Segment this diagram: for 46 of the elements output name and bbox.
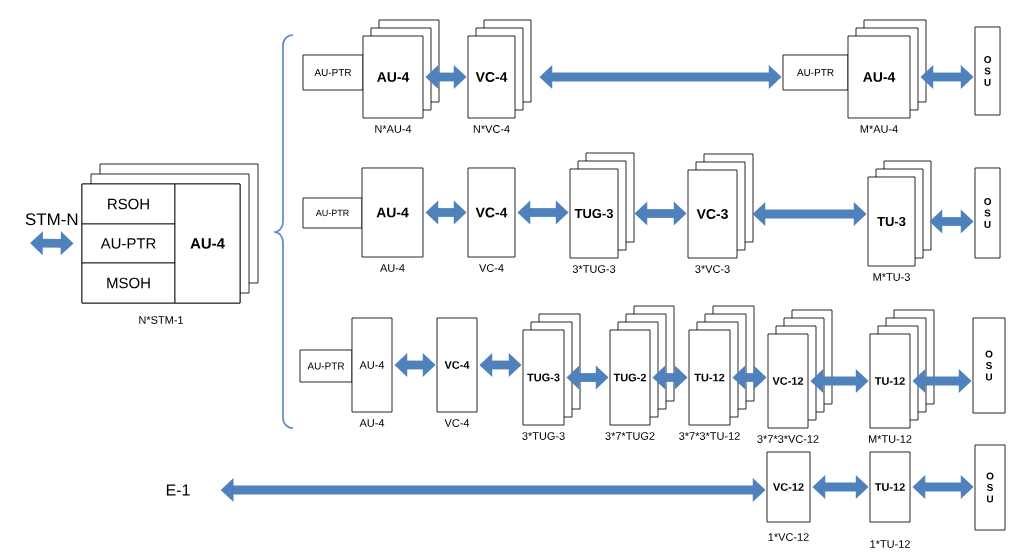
box-stack: VC-4	[467, 19, 532, 119]
box-caption: N*VC-4	[473, 125, 510, 133]
header-cell: RSOH	[81, 183, 176, 225]
box-caption: M*AU-4	[860, 125, 898, 133]
box-caption: 3*7*TUG2	[605, 432, 655, 440]
box-caption: 3*TUG-3	[572, 265, 616, 273]
box-stack: TU-3	[867, 160, 932, 267]
osu-box: O S U	[974, 26, 1001, 116]
osu-box: O S U	[974, 167, 1001, 259]
box-caption: N*AU-4	[375, 125, 412, 133]
box-caption: 1*TU-12	[870, 540, 910, 548]
osu-box: O S U	[972, 317, 1006, 414]
process-box: VC-4	[467, 167, 516, 258]
header-cell: AU-PTR	[81, 223, 176, 264]
process-box: TU-12	[869, 451, 911, 523]
box-caption: 1*VC-12	[768, 533, 809, 541]
box-stack: TUG-3	[522, 313, 581, 426]
box-caption: VC-4	[444, 419, 470, 427]
box-stack: TUG-3	[569, 152, 635, 259]
box-caption: 3*TUG-3	[522, 432, 565, 440]
box-caption: 3*VC-3	[695, 265, 730, 273]
pointer-box: AU-PTR	[782, 54, 849, 91]
header-cell: MSOH	[81, 262, 176, 304]
edge-label: STM-N	[25, 213, 78, 226]
pointer-box: AU-PTR	[302, 197, 363, 229]
box-stack: TU-12	[869, 309, 935, 429]
box-caption: M*TU-12	[869, 435, 912, 443]
pointer-box: AU-PTR	[302, 54, 364, 91]
box-stack: TUG-2	[609, 305, 675, 426]
osu-box: O S U	[974, 444, 1006, 531]
box-stack: VC-3	[687, 153, 754, 259]
process-box: VC-12	[766, 451, 811, 523]
box-caption: M*TU-3	[873, 273, 910, 281]
box-caption: 3*7*3*VC-12	[757, 435, 819, 443]
box-caption: 3*7*3*TU-12	[679, 432, 740, 440]
box-stack: AU-4	[847, 19, 927, 119]
box-stack: AU-4	[362, 19, 440, 119]
box-caption: AU-4	[380, 264, 405, 272]
box-caption: VC-4	[479, 264, 504, 272]
pointer-box: AU-PTR	[299, 349, 353, 383]
box-caption: N*STM-1	[139, 316, 183, 324]
box-stack: TU-12	[688, 305, 755, 426]
box-caption: AU-4	[359, 419, 385, 427]
box-stack: VC-12	[767, 309, 833, 429]
process-box: VC-4	[436, 317, 478, 413]
signal-label: E-1	[166, 484, 190, 496]
